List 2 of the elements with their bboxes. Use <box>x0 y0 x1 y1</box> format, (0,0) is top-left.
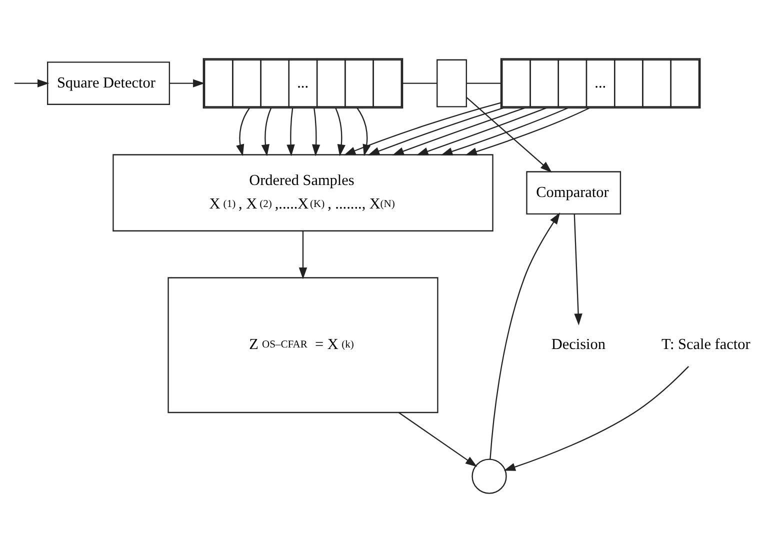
node-text: T: Scale factor <box>661 336 750 354</box>
node-text: Decision <box>551 336 606 354</box>
